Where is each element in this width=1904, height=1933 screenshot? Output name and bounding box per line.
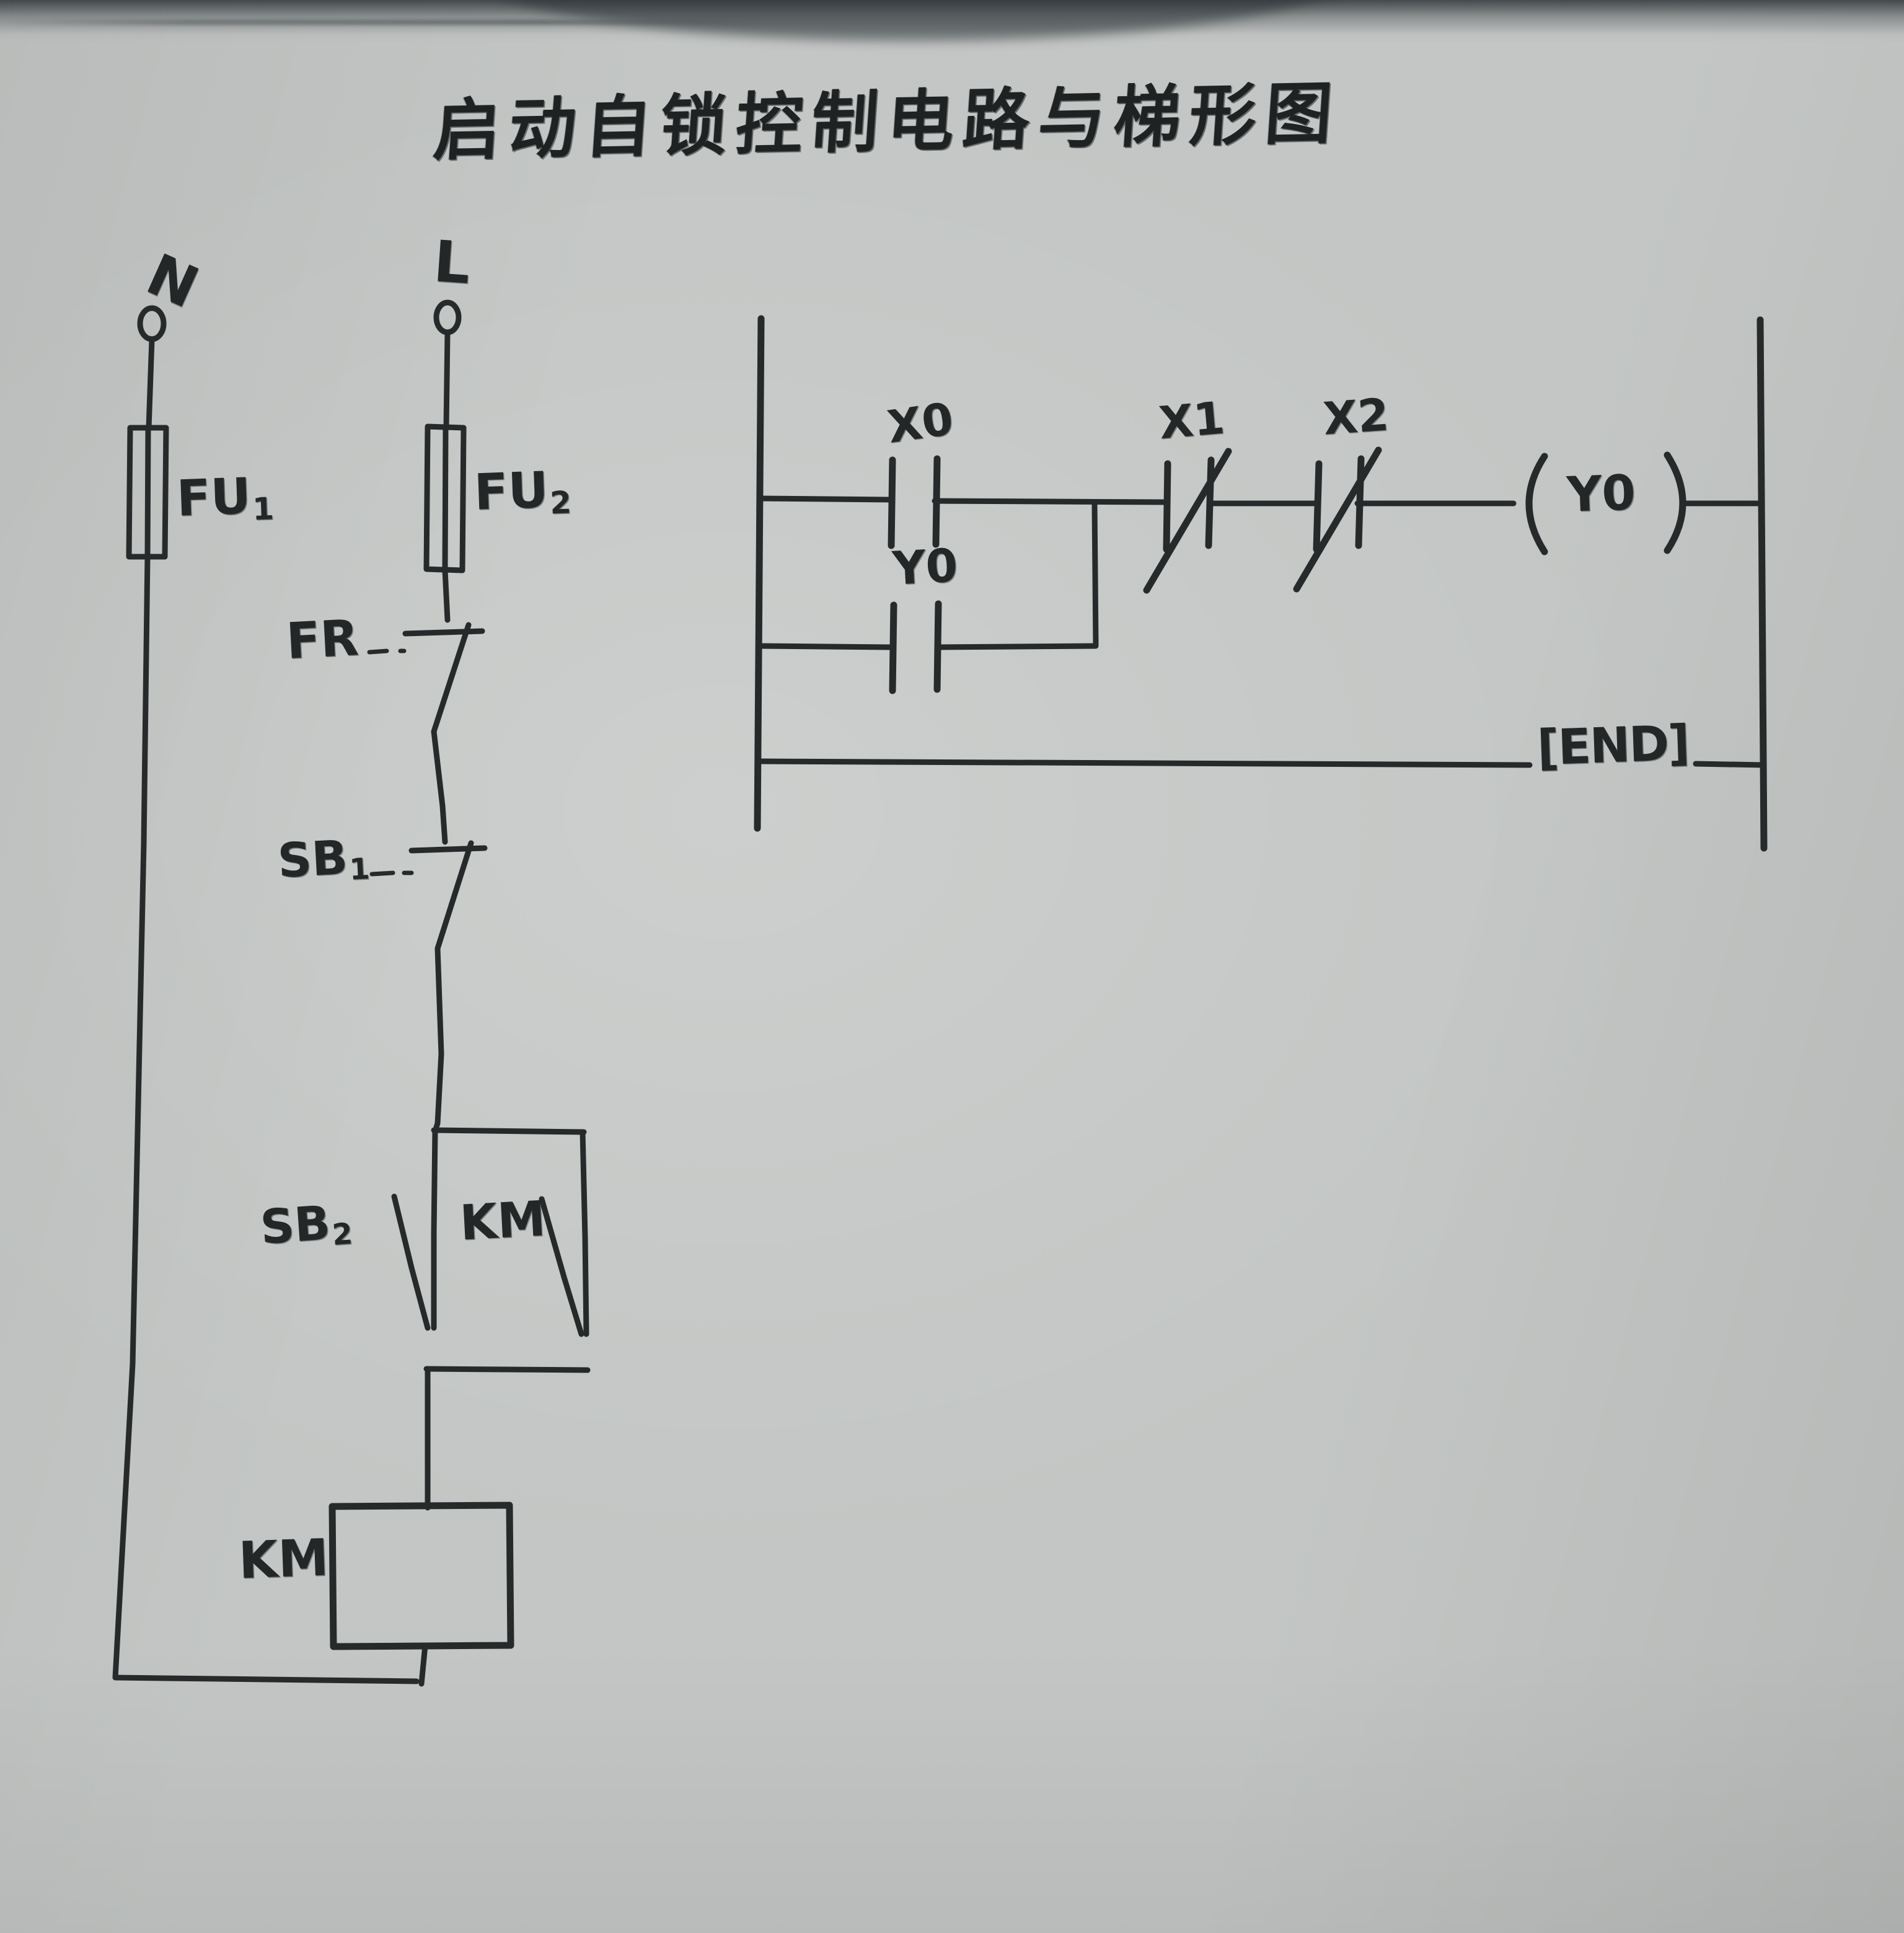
ladder-label-end: [END] [1536,715,1690,777]
contact-x2-symbol [1293,446,1382,593]
fr-contact-symbol [367,622,485,845]
ladder-left-rail [754,315,765,832]
km-coil-symbol [328,1496,514,1687]
page-title: 启动自锁控制电路与梯形图 [431,74,1344,170]
component-label-fu1: FU1 [175,466,275,528]
ladder-label-x0: X0 [884,392,956,453]
rung-1-latch-branch [758,500,1099,650]
neutral-return-wire [112,840,420,1684]
component-label-sb1: SB1 [276,828,371,888]
ladder-label-y0-latch: Y0 [891,539,959,596]
fuse-1-symbol [126,425,169,846]
contact-x1-symbol [1143,448,1232,594]
ladder-right-rail [1756,316,1768,852]
sb2-contact-symbol [391,1193,437,1331]
fr-base: FR [284,609,360,671]
coil-y0-symbol [1525,451,1686,555]
fu2-base: FU [473,461,550,521]
fu2-subscript: 2 [549,484,572,521]
fuse-2-symbol [423,423,467,623]
contact-x0-symbol [888,455,941,549]
component-label-fu2: FU2 [473,460,571,521]
component-label-km-aux: KM [458,1191,547,1252]
ladder-label-x2: X2 [1321,388,1391,445]
terminal-label-l: L [431,228,473,297]
sb2-base: SB [258,1195,332,1255]
contact-y0-latch-symbol [889,600,942,694]
sb2-subscript: 2 [331,1217,354,1253]
sb1-base: SB [276,829,349,888]
parallel-branch-top [431,1120,588,1240]
terminal-n-symbol [137,305,167,431]
sb1-subscript: 1 [348,852,371,888]
parallel-branch-bottom [423,1366,591,1502]
component-label-sb2: SB2 [258,1193,354,1255]
component-label-km-coil: KM [237,1528,330,1591]
fu1-subscript: 1 [252,490,275,528]
ladder-label-y0-coil: Y0 [1566,465,1637,523]
sb1-contact-symbol [369,840,488,1126]
rung-2-wire [756,758,1767,768]
ladder-label-x1: X1 [1157,391,1227,449]
terminal-l-symbol [433,299,462,430]
fu1-base: FU [175,467,252,528]
km-aux-contact-symbol [539,1196,589,1337]
component-label-fr: FR [285,609,361,670]
rung-1-wire [758,495,1765,506]
